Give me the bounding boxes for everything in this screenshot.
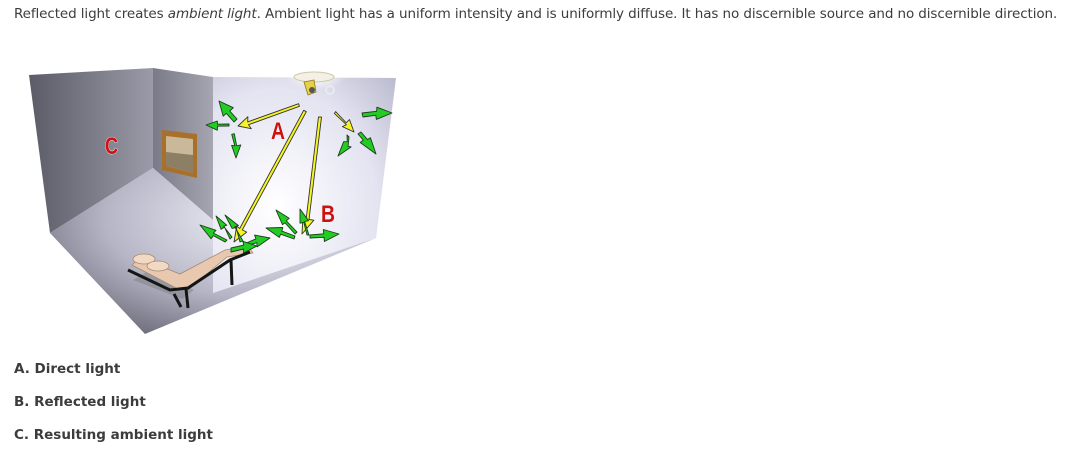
legend-item: C. Resulting ambient light [14, 427, 213, 443]
reflected-arrow [218, 100, 238, 123]
direct-arrow [237, 103, 300, 130]
reflected-arrow [231, 133, 242, 159]
direct-arrow [233, 109, 307, 243]
reflected-arrow [199, 224, 228, 243]
reflected-arrow [361, 106, 393, 120]
legend-item: A. Direct light [14, 361, 121, 377]
direct-light-arrows [233, 103, 355, 243]
reflected-arrow [299, 208, 310, 236]
label-ambient-light: C [105, 133, 118, 160]
reflected-arrow [205, 120, 230, 131]
picture-frame [162, 130, 197, 178]
room [29, 68, 396, 334]
direct-arrow [301, 116, 322, 235]
ambient-light-illustration: A B C [20, 60, 410, 345]
reflected-arrow [215, 215, 233, 240]
reflected-light-arrows [199, 100, 393, 254]
reflected-arrow [309, 229, 340, 242]
left-wall [29, 68, 153, 233]
intro-text-part1: Reflected light creates [14, 6, 168, 22]
figure-legend: A. Direct light B. Reflected light C. Re… [14, 360, 213, 459]
direct-arrow [333, 111, 355, 133]
label-direct-light: A [271, 118, 285, 145]
intro-emphasis: ambient light [167, 6, 257, 22]
reflected-arrow [224, 214, 244, 243]
reflected-arrow [275, 209, 298, 235]
reflected-arrow [357, 131, 377, 155]
back-wall [213, 77, 396, 293]
reflected-arrow [337, 134, 352, 157]
legend-item: B. Reflected light [14, 394, 146, 410]
reflected-arrow [265, 227, 296, 240]
reflected-arrow [230, 240, 258, 254]
label-reflected-light: B [321, 201, 335, 228]
chaise-lounge [127, 245, 254, 309]
floor [50, 168, 376, 334]
ceiling-lamp-icon [285, 66, 345, 96]
intro-text-part2: . Ambient light has a uniform intensity … [256, 6, 1058, 22]
intro-paragraph: Reflected light creates ambient light. A… [14, 5, 1057, 23]
